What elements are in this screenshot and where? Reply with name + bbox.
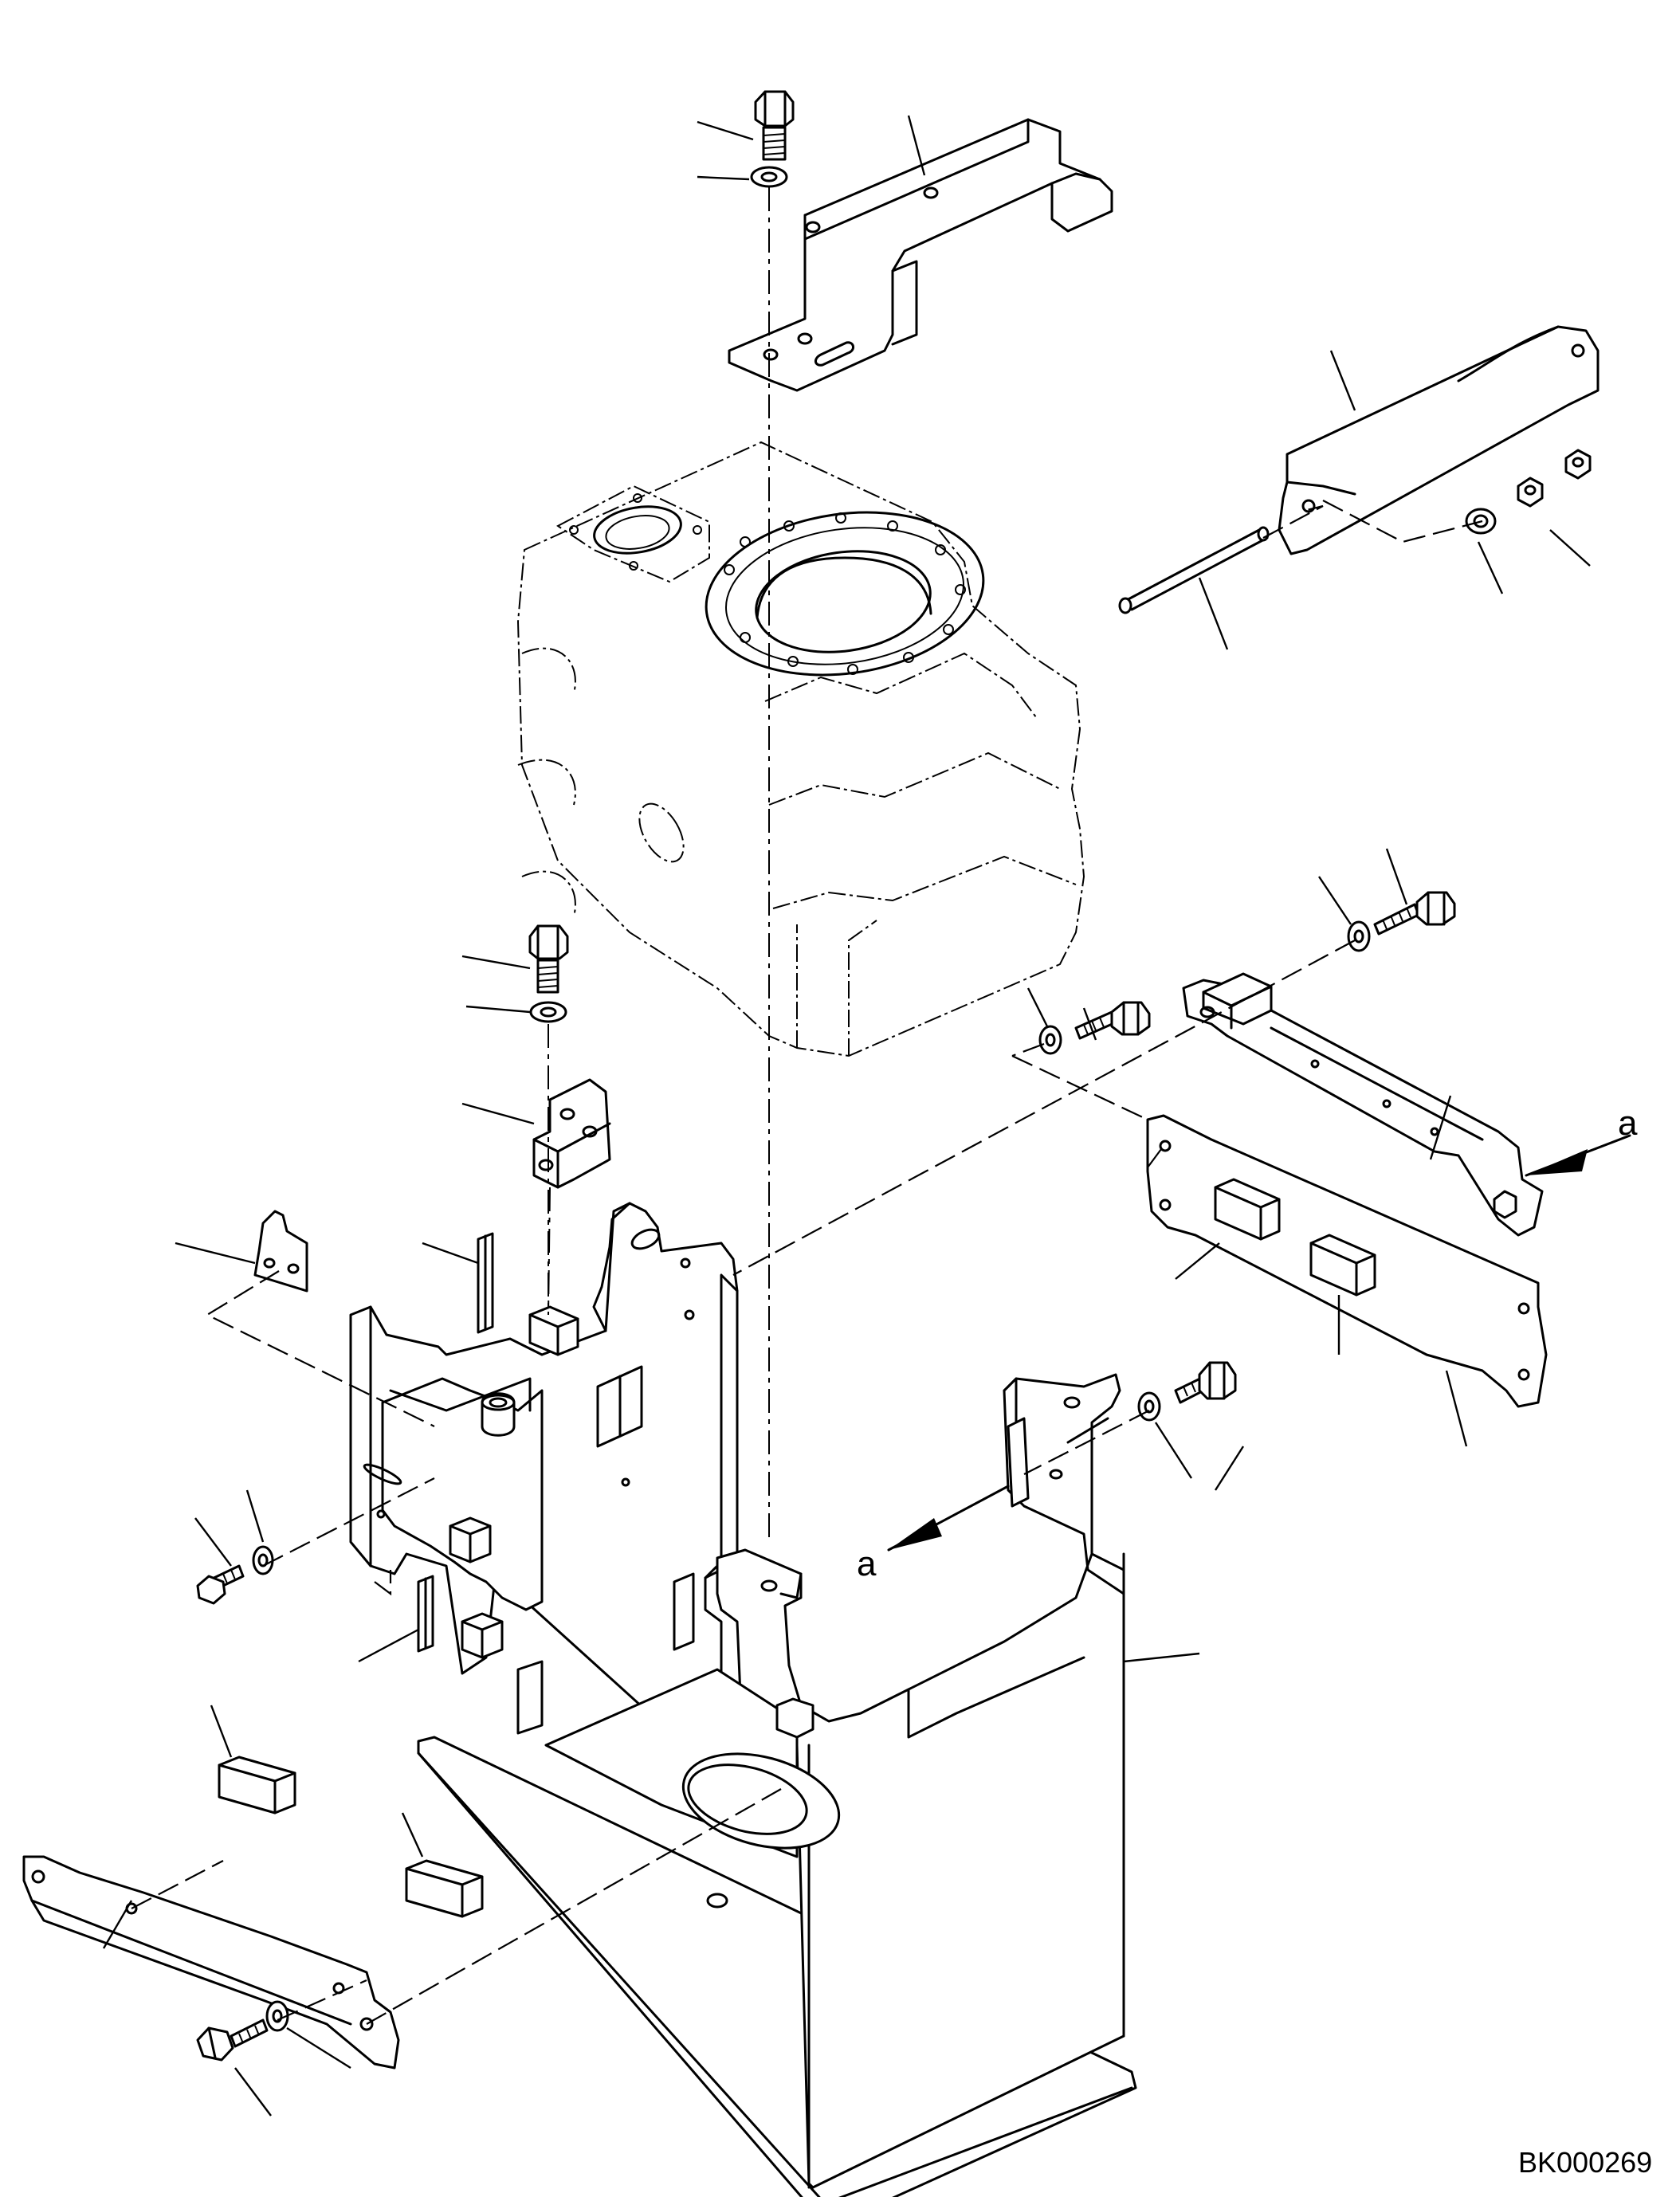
left-rubber-block-1 <box>219 1757 295 1813</box>
mid-washer <box>1040 1026 1061 1053</box>
right-long-bracket <box>1183 974 1542 1235</box>
tray-right-bolt <box>1176 1363 1235 1403</box>
view-arrow-a-left <box>889 1486 1008 1550</box>
right-washer-upper <box>1348 922 1369 951</box>
base-tray <box>418 1375 1136 2197</box>
small-angle-bracket <box>534 1080 610 1187</box>
small-tab-bracket <box>255 1211 307 1291</box>
tray-right-washer <box>1139 1393 1160 1420</box>
leader-lines <box>104 116 1590 2116</box>
left-mid-washer <box>253 1547 273 1574</box>
drawing-id: BK000269 <box>1518 2146 1653 2179</box>
view-label-a-right: a <box>1618 1104 1638 1143</box>
frame-rubber-blocks <box>450 1307 578 1658</box>
view-label-a-left: a <box>857 1544 877 1583</box>
left-upper-washer <box>531 1002 566 1022</box>
assembly-center-lines <box>131 187 1482 2024</box>
bottom-bolt <box>198 2020 267 2060</box>
top-bolt <box>756 92 793 159</box>
left-mid-bolt <box>198 1566 243 1603</box>
main-frame-tower <box>351 1203 737 1753</box>
top-washer <box>752 167 787 186</box>
upper-right-cover-plate <box>1279 327 1598 554</box>
mid-bolt <box>1076 1002 1149 1038</box>
nut-pair-right-top <box>1518 450 1590 506</box>
right-rubber-block-2 <box>1311 1235 1375 1295</box>
left-lower-rail <box>24 1857 398 2068</box>
right-rubber-block-1 <box>1215 1179 1279 1239</box>
tank-flange-bolt-holes <box>570 494 965 674</box>
long-rod <box>1120 528 1268 613</box>
left-upper-bolt <box>530 926 567 992</box>
left-rubber-block-2 <box>406 1861 482 1916</box>
vertical-strips <box>418 1234 493 1651</box>
top-stay-bracket <box>729 120 1112 390</box>
tank-phantom-outline <box>518 442 1084 1056</box>
view-arrow-a-right <box>1526 1136 1630 1175</box>
right-bolt-upper <box>1375 893 1454 934</box>
